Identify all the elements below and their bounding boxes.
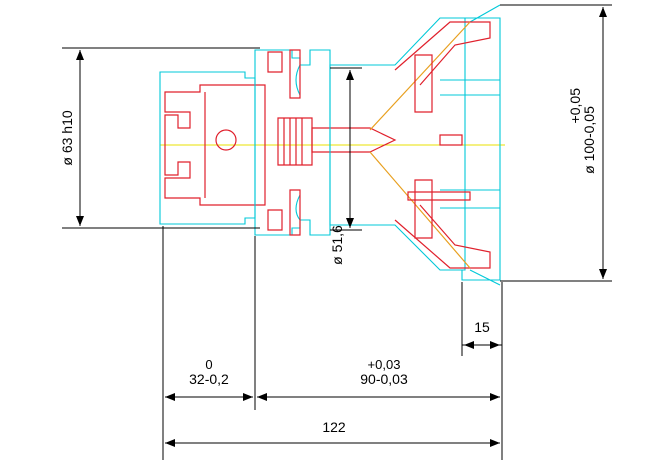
drive-slot [267,51,283,231]
cone-section-bottom [394,204,491,269]
dim-length-15: 15 [474,319,490,335]
dim-length-122: 122 [322,419,346,435]
cone-outline [329,17,466,271]
v-groove [295,64,301,221]
dim-length-90-upper: +0,03 [368,357,401,372]
cross-hole [215,129,237,151]
flange-outline [254,49,331,236]
screw-head [277,117,313,166]
groove-section [289,49,301,236]
dim-length-32: 32-0,2 [189,371,229,387]
cone-edge [469,4,501,286]
pin-top [414,54,433,113]
pin-bottom [414,179,433,239]
dim-diameter-51: ø 51,6 [329,225,345,265]
shank-section [164,84,266,206]
shank-outline [159,71,256,225]
dim-diameter-100-upper: +0,05 [567,88,583,124]
dimension-text: ø 63 h10 ø 51,6 +0,05 ø 100-0,05 15 0 32… [59,88,597,435]
small-pin [439,134,463,146]
dim-diameter-100: ø 100-0,05 [581,106,597,174]
dimension-lines [62,4,612,460]
pin-bottom-head [407,191,471,201]
screw-thread [283,118,303,165]
dim-length-90: 90-0,03 [360,371,408,387]
cone-section-top [394,21,491,86]
cone-inner-lines [440,79,500,209]
screw-shank [311,127,397,153]
tool-holder-part [159,4,505,286]
cone-face [440,17,501,281]
dim-length-32-upper: 0 [205,357,212,372]
dim-diameter-63: ø 63 h10 [59,110,75,165]
cone-diagonal [369,21,471,269]
